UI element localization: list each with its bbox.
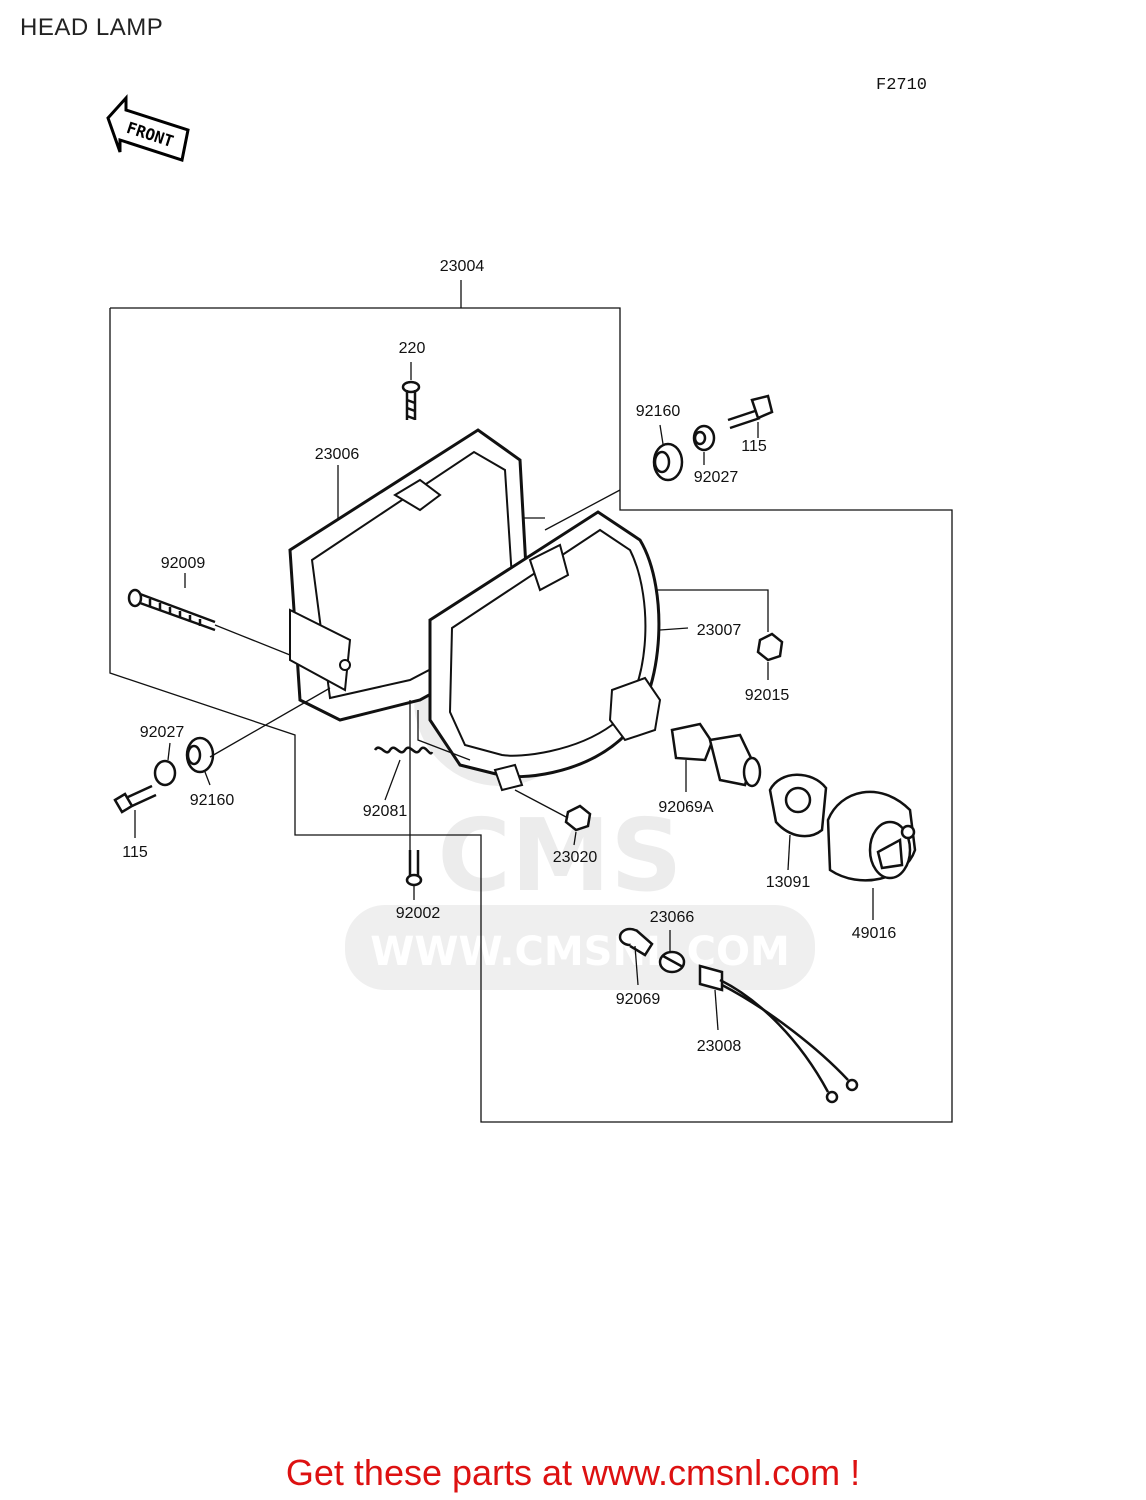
leader-lines (134, 362, 874, 1031)
part-label-49016: 49016 (852, 925, 897, 942)
part-label-13091: 13091 (766, 874, 811, 891)
grommet-92160-top (652, 442, 684, 482)
screw-220 (401, 380, 421, 421)
part-label-23008: 23008 (697, 1038, 742, 1055)
part-label-92160-left: 92160 (190, 792, 235, 809)
bolt-115-top (727, 394, 774, 430)
part-label-23066: 23066 (650, 909, 695, 926)
part-label-92069: 92069 (616, 991, 661, 1008)
socket-23066 (658, 950, 686, 974)
exploded-parts-diagram: CMS WWW.CMSNL.COM FRONT (106, 94, 953, 1123)
watermark-url-text: WWW.CMSNL.COM (370, 929, 790, 975)
hardware-parts (113, 380, 917, 1104)
page-title: HEAD LAMP (20, 14, 164, 41)
screw-92002 (405, 850, 423, 887)
part-label-92015: 92015 (745, 687, 790, 704)
part-label-92160-top: 92160 (636, 403, 681, 420)
part-label-115-top: 115 (741, 438, 767, 455)
part-label-23004: 23004 (440, 258, 485, 275)
headlight-lens-23007 (428, 510, 662, 792)
part-label-92027-left: 92027 (140, 724, 185, 741)
part-label-92069A: 92069A (658, 799, 713, 816)
bulb-92069A (670, 722, 762, 788)
part-label-23007: 23007 (697, 622, 742, 639)
part-label-92002: 92002 (396, 905, 441, 922)
bolt-115-left (113, 784, 157, 814)
long-bolt-92009 (127, 588, 216, 632)
collar-92027-left (153, 759, 177, 787)
grommet-92160-left (185, 736, 215, 774)
part-label-92009: 92009 (161, 555, 206, 572)
rubber-cover-49016 (826, 790, 917, 882)
nut-23020 (564, 804, 592, 832)
part-labels: 23004 220 92160 115 92027 23006 92009 23… (122, 258, 896, 1055)
bulb-socket-13091 (768, 773, 828, 838)
front-arrow: FRONT (106, 94, 190, 162)
wire-harness-23008 (698, 964, 859, 1104)
part-label-23006: 23006 (315, 446, 360, 463)
watermark-url-pill (345, 905, 815, 990)
promo-footer-link[interactable]: Get these parts at www.cmsnl.com ! (285, 1452, 861, 1493)
watermark-logo-text: CMS (438, 797, 683, 914)
part-label-23020: 23020 (553, 849, 598, 866)
part-label-92027-top: 92027 (694, 469, 739, 486)
spring-92081 (373, 746, 434, 755)
part-label-220: 220 (399, 340, 426, 357)
part-label-115-left: 115 (122, 844, 148, 861)
figure-code: F2710 (876, 76, 928, 95)
nut-92015 (756, 632, 784, 662)
part-label-92081: 92081 (363, 803, 408, 820)
collar-92027-top (692, 424, 716, 452)
